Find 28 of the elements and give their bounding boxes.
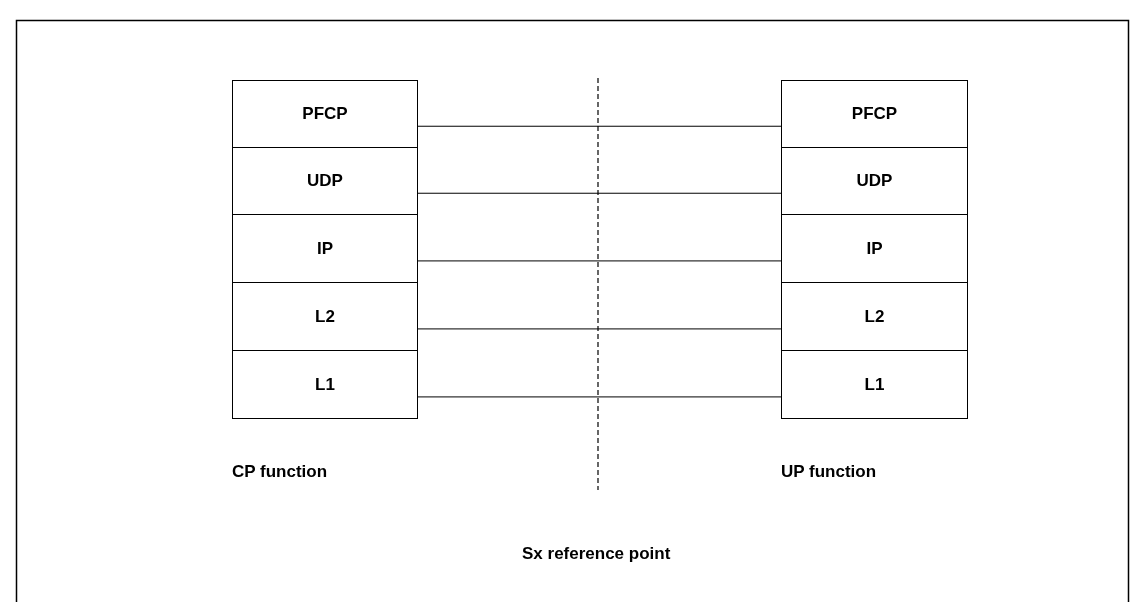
connector-line	[417, 125, 782, 127]
function-label: CP function	[232, 462, 328, 482]
protocol-layer-box	[232, 214, 418, 283]
protocol-layer-box	[781, 214, 968, 283]
protocol-layer-box	[781, 282, 968, 351]
layer-label: IP	[866, 238, 883, 259]
connector-line	[417, 328, 782, 330]
function-label: UP function	[781, 462, 877, 482]
connector-line	[417, 260, 782, 262]
layer-label: L2	[315, 306, 335, 327]
protocol-layer-box	[232, 350, 418, 419]
layer-label: L1	[864, 374, 885, 395]
layer-label: L1	[315, 374, 335, 395]
reference-point-label: Sx reference point	[522, 544, 671, 564]
protocol-layer-box	[232, 282, 418, 351]
layer-label: PFCP	[851, 104, 898, 124]
protocol-layer-box	[232, 147, 418, 215]
layer-label: IP	[316, 238, 334, 259]
layer-label: L2	[864, 306, 885, 327]
protocol-layer-box	[781, 80, 968, 148]
protocol-layer-box	[781, 147, 968, 215]
protocol-layer-box	[781, 350, 968, 419]
connector-line	[417, 396, 782, 398]
layer-label: PFCP	[302, 104, 348, 124]
protocol-layer-box	[232, 80, 418, 148]
layer-label: UDP	[856, 171, 893, 191]
layer-label: UDP	[307, 171, 343, 191]
connector-line	[417, 192, 782, 194]
